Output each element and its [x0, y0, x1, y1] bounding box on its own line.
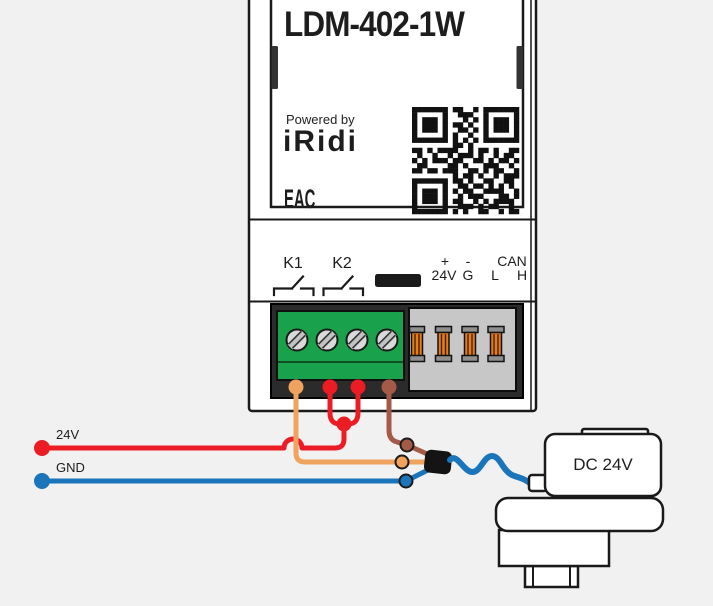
wire-24v-red [42, 424, 347, 451]
relay-k2-contact-icon [322, 274, 365, 297]
screw-icons [285, 328, 399, 352]
clamp-contact-icon [461, 325, 479, 363]
actuator-cable-blue [447, 453, 534, 487]
eac-mark: EAC [284, 184, 316, 214]
green-terminal-block [276, 310, 405, 381]
terminal-label-24v: 24V [431, 267, 457, 283]
cable-connector-block [423, 449, 453, 475]
terminal-dot-red [350, 379, 366, 395]
relay-k1-contact-icon [272, 274, 315, 297]
clamp-contact-icon [487, 325, 505, 363]
terminal-label-plus: + [440, 253, 450, 269]
screw-icon [285, 328, 309, 352]
qr-code [412, 107, 520, 215]
device-title: LDM-402-1W [284, 5, 465, 44]
terminal-label-h: H [516, 267, 528, 283]
ground-wire-label: GND [56, 460, 85, 475]
relay-k2-label: K2 [332, 255, 352, 272]
iridi-logo: iRidi [283, 125, 358, 158]
wire-k-brown [386, 387, 408, 448]
terminal-label-g: G [462, 267, 474, 283]
connector-dot-orange [394, 454, 410, 470]
terminal-label-l: L [491, 267, 499, 283]
clamp-contact-icons [408, 325, 505, 363]
terminal-dot-orange [288, 379, 304, 395]
actuator-mid-flange [494, 496, 665, 533]
ground-wire-end-dot [34, 473, 50, 489]
supply-wire-end-dot [34, 440, 50, 456]
connector-dot-blue [398, 473, 414, 489]
screw-icon [315, 328, 339, 352]
terminal-dot-brown [381, 379, 397, 395]
wire-k-orange [293, 387, 402, 465]
valve-actuator [494, 427, 665, 589]
powered-by-label: Powered by [286, 112, 355, 127]
wires [34, 379, 534, 489]
junction-dot [336, 416, 352, 432]
terminal-label-minus: - [465, 253, 471, 269]
screw-icon [375, 328, 399, 352]
upper-panel [269, 0, 525, 209]
actuator-body [497, 528, 611, 568]
connector-dot-brown [399, 437, 415, 453]
din-clip-left-icon [271, 46, 278, 89]
din-module [247, 0, 538, 413]
terminal-dot-red [322, 379, 338, 395]
screw-icon [345, 328, 369, 352]
jumper-block [375, 274, 421, 287]
actuator-top-box [543, 432, 663, 498]
supply-wire-label: 24V [56, 427, 80, 442]
clamp-contact-icon [434, 325, 453, 363]
actuator-nut-facet-lines [532, 567, 571, 586]
actuator-voltage-label: DC 24V [573, 455, 633, 474]
relay-k1-label: K1 [283, 255, 303, 272]
terminal-label-can: CAN [497, 253, 527, 269]
din-clip-right-icon [516, 46, 523, 89]
gray-connector-block [408, 307, 517, 392]
clamp-contact-icon [408, 325, 426, 363]
